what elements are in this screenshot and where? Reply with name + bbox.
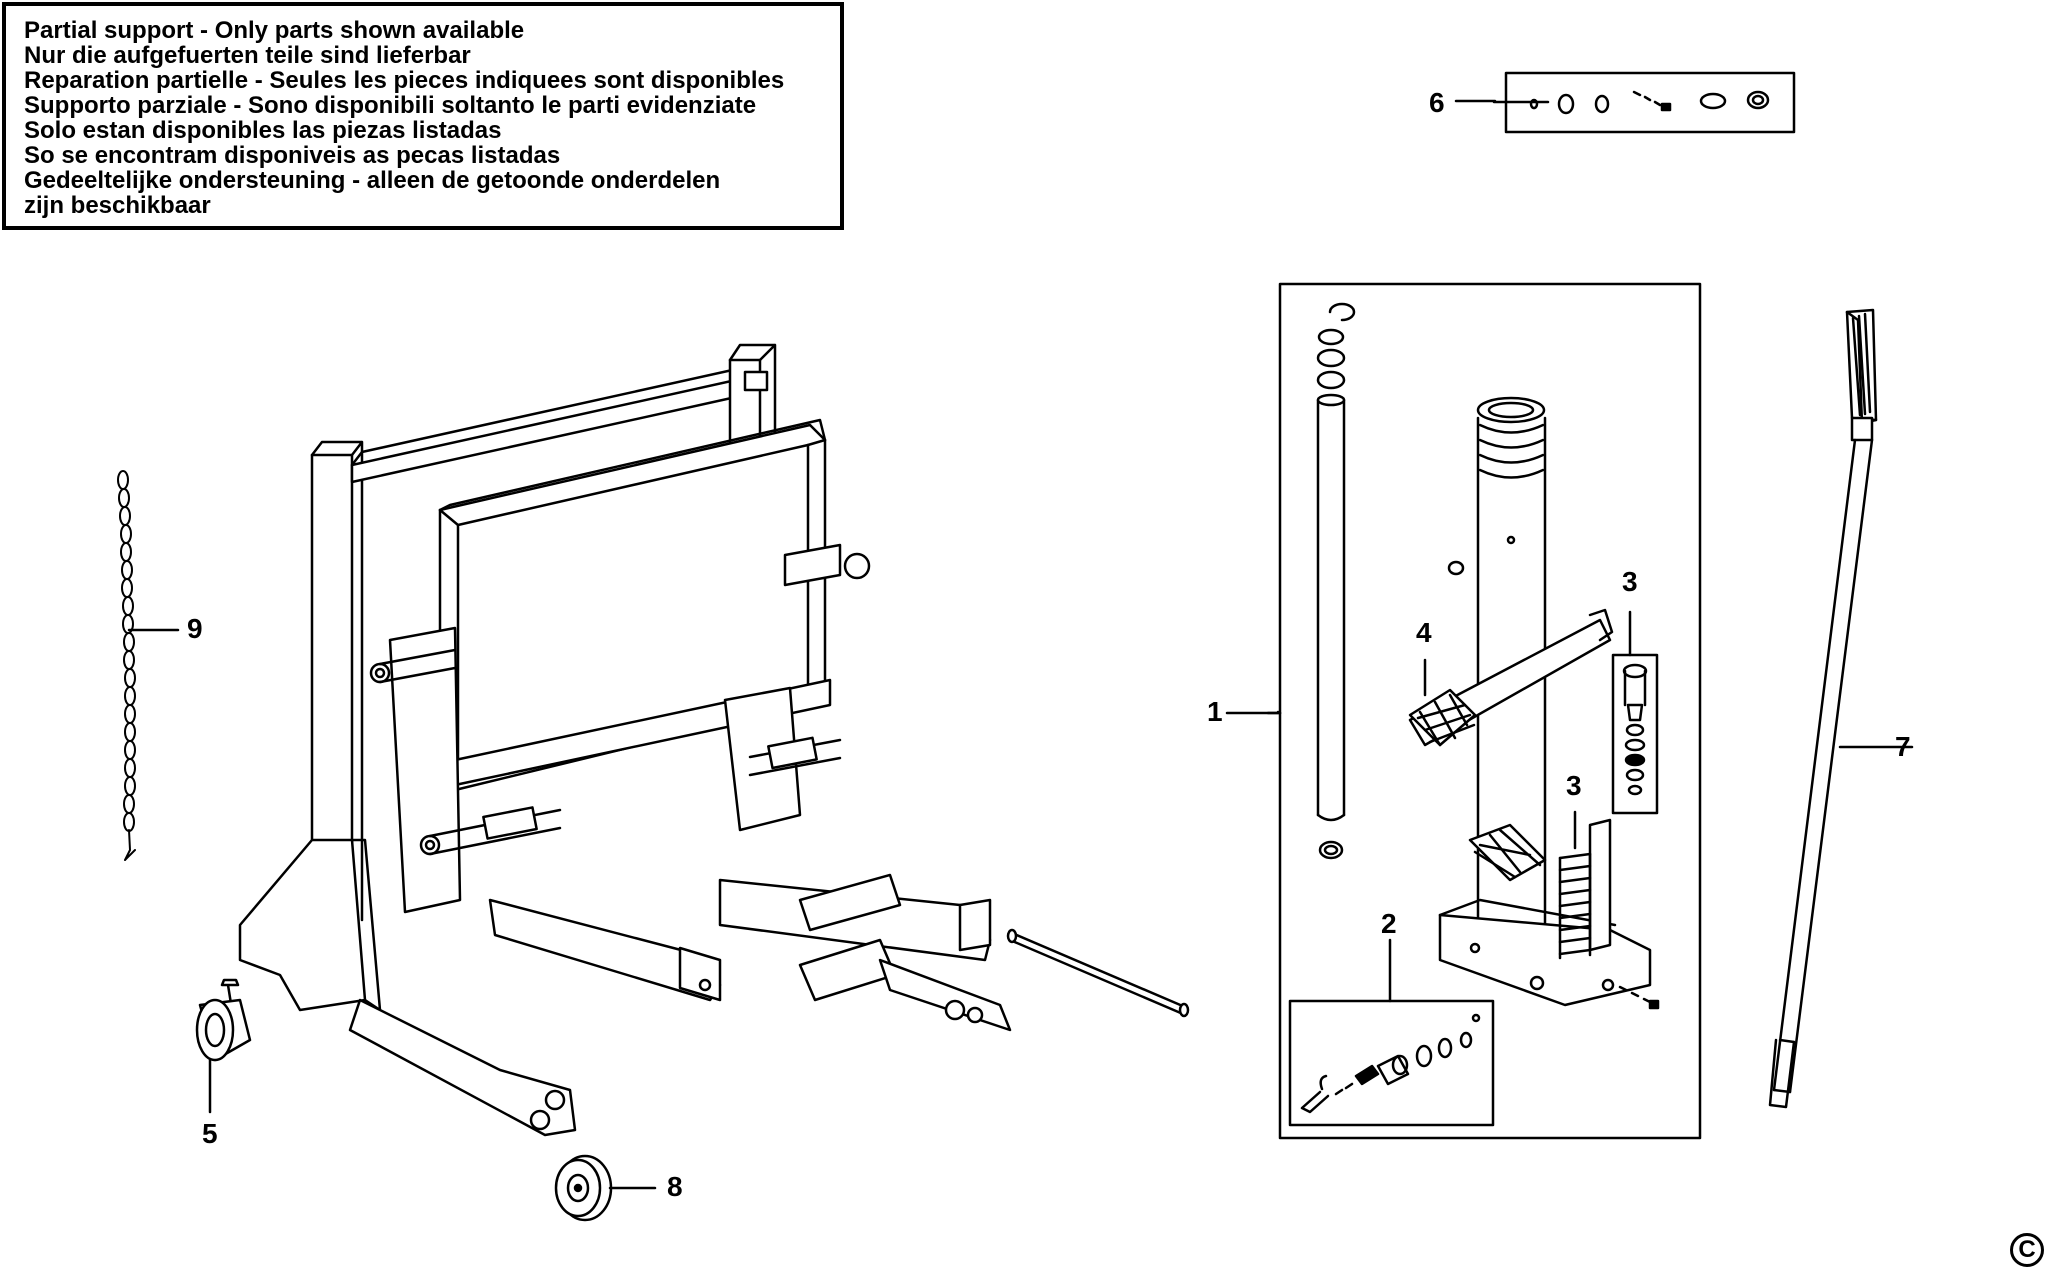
notice-line-de: Nur die aufgefuerten teile sind lieferba… — [24, 42, 471, 69]
seal-kit-part — [1504, 71, 1796, 134]
notice-line-fr: Reparation partielle - Seules les pieces… — [24, 67, 785, 94]
callout-3-lower: 3 — [1566, 770, 1582, 801]
wheel-part — [554, 1154, 613, 1222]
chain-part — [117, 470, 136, 861]
pump-unit-part — [1278, 282, 1702, 1140]
notice-line-es: Solo estan disponibles las piezas listad… — [24, 117, 502, 144]
notice-line-it: Supporto parziale - Sono disponibili sol… — [24, 92, 757, 119]
callout-5: 5 — [202, 1118, 218, 1149]
callout-3-upper: 3 — [1622, 566, 1638, 597]
callout-1: 1 — [1207, 696, 1223, 727]
notice-line-nl: Gedeeltelijke ondersteuning - alleen de … — [24, 167, 721, 194]
partial-support-notice: Partial support - Only parts shown avail… — [2, 2, 844, 230]
leader-lines — [127, 99, 1914, 1190]
copyright-mark: C — [2010, 1233, 2044, 1267]
castor-wheel-part — [195, 978, 252, 1062]
callout-2: 2 — [1381, 908, 1397, 939]
callout-4: 4 — [1416, 617, 1432, 648]
callout-7: 7 — [1895, 731, 1911, 762]
notice-line-nl-cont: zijn beschikbaar — [24, 192, 211, 219]
notice-line-pt: So se encontram disponiveis as pecas lis… — [24, 142, 561, 169]
callout-9: 9 — [187, 613, 203, 644]
handle-bar-part — [1768, 308, 1878, 1109]
callout-6: 6 — [1429, 87, 1445, 118]
callout-8: 8 — [667, 1171, 683, 1202]
notice-line-en: Partial support - Only parts shown avail… — [24, 17, 525, 44]
frame-assembly — [238, 343, 1190, 1137]
